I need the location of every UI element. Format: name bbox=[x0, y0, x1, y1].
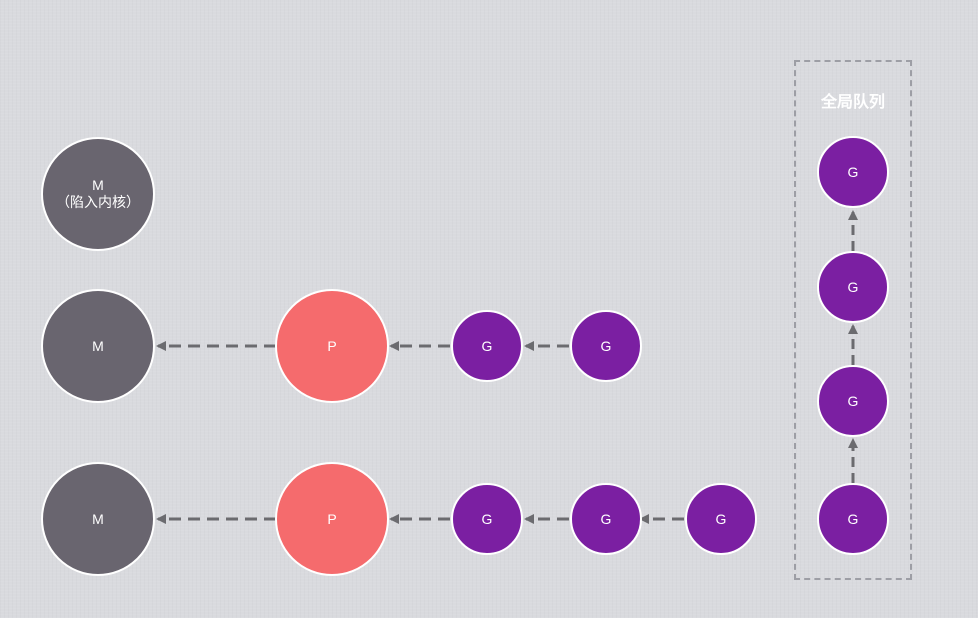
global-queue-g-3: G bbox=[817, 365, 889, 437]
g-node-row1-2: G bbox=[570, 310, 642, 382]
m-node-row1: M bbox=[41, 289, 155, 403]
m-node-blocked-status: （陷入内核） bbox=[56, 194, 140, 210]
g-node-label: G bbox=[481, 337, 493, 354]
g-node-label: G bbox=[847, 392, 859, 409]
global-queue-g-1: G bbox=[817, 136, 889, 208]
m-node-row2-label: M bbox=[92, 510, 104, 527]
p-node-row2-label: P bbox=[327, 510, 337, 527]
p-node-row2: P bbox=[275, 462, 389, 576]
p-node-row1-label: P bbox=[327, 337, 337, 354]
m-node-row1-label: M bbox=[92, 337, 104, 354]
global-queue-g-4: G bbox=[817, 483, 889, 555]
g-node-label: G bbox=[847, 510, 859, 527]
g-node-label: G bbox=[715, 510, 727, 527]
g-node-row2-3: G bbox=[685, 483, 757, 555]
g-node-row1-1: G bbox=[451, 310, 523, 382]
m-node-row2: M bbox=[41, 462, 155, 576]
global-queue-g-2: G bbox=[817, 251, 889, 323]
g-node-row2-1: G bbox=[451, 483, 523, 555]
g-node-label: G bbox=[847, 278, 859, 295]
m-node-blocked: M （陷入内核） bbox=[41, 137, 155, 251]
g-node-label: G bbox=[481, 510, 493, 527]
g-node-row2-2: G bbox=[570, 483, 642, 555]
g-node-label: G bbox=[847, 163, 859, 180]
p-node-row1: P bbox=[275, 289, 389, 403]
global-queue-box: 全局队列 bbox=[794, 60, 912, 580]
g-node-label: G bbox=[600, 337, 612, 354]
global-queue-title: 全局队列 bbox=[820, 94, 885, 111]
m-node-blocked-label: M bbox=[92, 177, 104, 193]
g-node-label: G bbox=[600, 510, 612, 527]
